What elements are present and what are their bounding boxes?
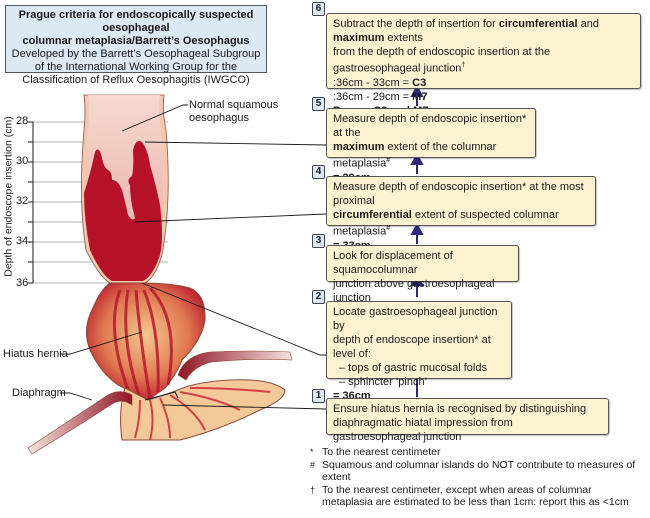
footnote-dagger: † To the nearest centimeter, except when… bbox=[310, 483, 629, 509]
axis-title: Depth of endoscope insertion (cm) bbox=[2, 116, 15, 277]
step-6-line-2: from the depth of endoscopic insertion a… bbox=[333, 46, 551, 75]
tick-28: 28 bbox=[16, 115, 29, 127]
title-line-1: Prague criteria for endoscopically suspe… bbox=[18, 9, 254, 34]
step-5-number: 5 bbox=[312, 97, 325, 111]
hiatus-hernia bbox=[86, 282, 206, 401]
diaphragm-right bbox=[177, 350, 293, 381]
tick-34: 34 bbox=[16, 235, 29, 247]
diaphragm-left bbox=[27, 391, 133, 455]
stomach-folds bbox=[134, 387, 271, 441]
step-4-box: Measure depth of endoscopic insertion* a… bbox=[326, 176, 596, 252]
footnote-hash: # Squamous and columnar islands do NOT c… bbox=[310, 458, 636, 484]
title-line-5: Classification of Reflux Oesophagitis (I… bbox=[22, 74, 250, 86]
step-2-number: 2 bbox=[312, 290, 325, 304]
step-4-line-2: circumferential extent of suspected colu… bbox=[333, 209, 559, 238]
step-4-number: 4 bbox=[312, 165, 325, 179]
columnar-metaplasia bbox=[84, 141, 162, 281]
step-6-calc-c: :36cm - 33cm = C3 bbox=[333, 76, 427, 89]
label-normal-squamous: Normal squamous oesophagus bbox=[189, 99, 279, 124]
step-4-line-1: Measure depth of endoscopic insertion* a… bbox=[333, 181, 584, 207]
leader-lines bbox=[60, 104, 327, 410]
step-5-line-1: Measure depth of endoscopic insertion* a… bbox=[333, 113, 527, 139]
step-5-box: Measure depth of endoscopic insertion* a… bbox=[326, 108, 536, 184]
label-hiatus-hernia: Hiatus hernia bbox=[3, 348, 68, 360]
step-2-bullet-2: – sphincter ‘pinch’ bbox=[339, 376, 428, 388]
label-diaphragm: Diaphragm bbox=[12, 387, 66, 399]
step-6-box: Subtract the depth of insertion for circ… bbox=[326, 13, 641, 117]
gastric-folds bbox=[112, 286, 173, 399]
depth-axis bbox=[28, 121, 34, 284]
step-2-bullet-1: – tops of gastric mucosal folds bbox=[339, 362, 487, 374]
step-2-box: Locate gastroesophageal junction by dept… bbox=[326, 301, 512, 402]
step-2-line-2: depth of endoscope insertion* at level o… bbox=[333, 334, 491, 360]
tick-30: 30 bbox=[16, 155, 29, 167]
footnote-asterisk: * To the nearest centimeter bbox=[310, 446, 441, 458]
step-1-box: Ensure hiatus hernia is recognised by di… bbox=[326, 398, 609, 443]
title-box: Prague criteria for endoscopically suspe… bbox=[5, 5, 267, 86]
tick-36: 36 bbox=[16, 277, 29, 289]
step-1-number: 1 bbox=[312, 389, 325, 403]
title-line-3: Developed by the Barrett’s Oesophageal S… bbox=[11, 48, 261, 60]
footnotes: * To the nearest centimeter # Squamous a… bbox=[310, 446, 645, 509]
step-2-line-1: Locate gastroesophageal junction by bbox=[333, 306, 498, 332]
step-1-line-1: Ensure hiatus hernia is recognised by di… bbox=[333, 403, 587, 415]
title-line-2: columnar metaplasia/Barrett’s Oesophagus bbox=[22, 35, 250, 47]
step-6-calc-m: :36cm - 29cm = M7 bbox=[333, 90, 428, 103]
step-6-line-1: Subtract the depth of insertion for circ… bbox=[333, 18, 600, 44]
stomach bbox=[120, 379, 286, 441]
title-line-4: of the International Working Group for t… bbox=[34, 61, 238, 73]
step-3-number: 3 bbox=[312, 234, 325, 248]
junction-marker bbox=[144, 391, 179, 401]
step-1-line-2: diaphragmatic hiatal impression from gas… bbox=[333, 417, 513, 443]
step-3-line-1: Look for displacement of squamocolumnar bbox=[333, 250, 453, 276]
step-6-number: 6 bbox=[312, 2, 325, 16]
tick-32: 32 bbox=[16, 195, 29, 207]
step-3-box: Look for displacement of squamocolumnar … bbox=[326, 245, 519, 304]
step-5-line-2: maximum extent of the columnar metaplasi… bbox=[333, 141, 497, 170]
